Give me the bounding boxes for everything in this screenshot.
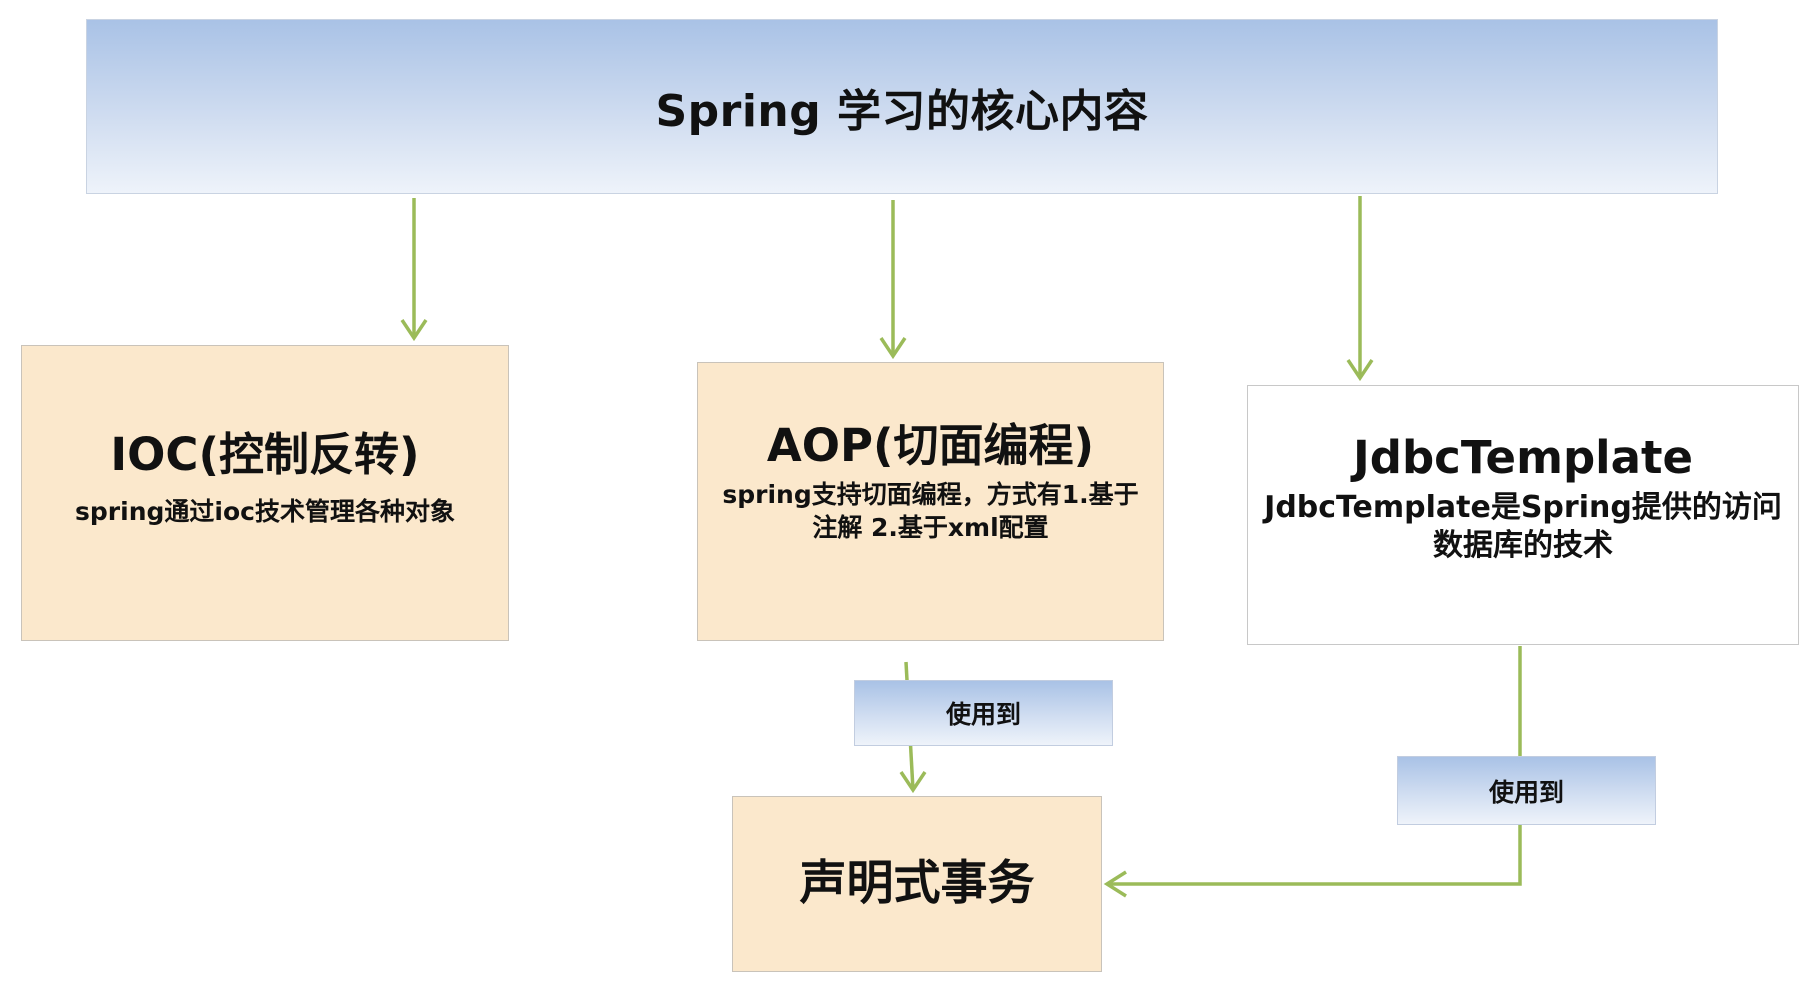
node-aop-title: AOP(切面编程)	[766, 418, 1095, 472]
edge-label-jdbc-to-tx: 使用到	[1397, 756, 1656, 825]
node-ioc-title: IOC(控制反转)	[110, 428, 420, 482]
arrowhead-aop	[879, 337, 907, 360]
node-ioc-desc: spring通过ioc技术管理各种对象	[75, 497, 455, 526]
root-title: Spring 学习的核心内容	[655, 85, 1149, 137]
node-aop: AOP(切面编程) spring支持切面编程，方式有1.基于注解 2.基于xml…	[697, 362, 1164, 641]
node-tx: 声明式事务	[732, 796, 1102, 972]
arrowhead-jdbc	[1346, 359, 1374, 382]
node-jdbc-desc: JdbcTemplate是Spring提供的访问数据库的技术	[1264, 490, 1782, 563]
node-aop-desc: spring支持切面编程，方式有1.基于注解 2.基于xml配置	[722, 479, 1139, 543]
node-jdbc-title: JdbcTemplate	[1352, 430, 1693, 484]
edge-jdbc-to-tx	[1107, 646, 1522, 886]
arrowhead-tx-from-aop	[899, 771, 927, 794]
node-tx-title: 声明式事务	[799, 855, 1035, 911]
node-ioc: IOC(控制反转) spring通过ioc技术管理各种对象	[21, 345, 509, 641]
edge-label-aop-to-tx: 使用到	[854, 680, 1113, 746]
arrowhead-tx-from-jdbc	[1103, 870, 1127, 898]
node-jdbc: JdbcTemplate JdbcTemplate是Spring提供的访问数据库…	[1247, 385, 1799, 645]
arrowhead-ioc	[400, 319, 428, 342]
root-node: Spring 学习的核心内容	[86, 19, 1718, 194]
